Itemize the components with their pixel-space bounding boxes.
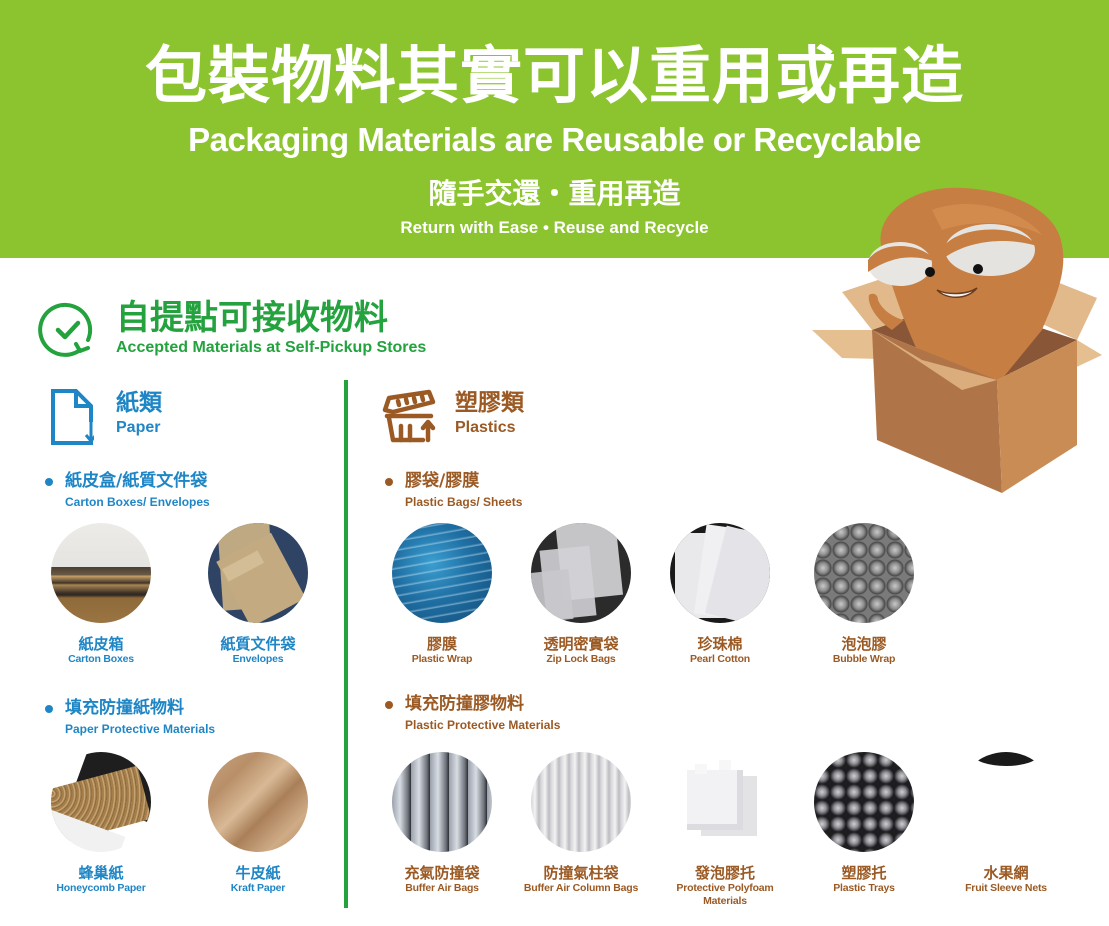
material-title-en: Plastic Trays [833,882,895,894]
honeycomb-paper-photo [51,752,151,852]
material-plastic-wrap: 膠膜 Plastic Wrap [367,523,517,666]
buffer-air-column-bags-photo [531,752,631,852]
plastic-container-icon [382,389,436,443]
zip-lock-bags-photo [531,523,631,623]
material-title-en: Envelopes [232,653,284,665]
material-zip-lock-bags: 透明密實袋 Zip Lock Bags [506,523,656,666]
subcategory-title-zh: 填充防撞膠物料 [405,694,524,714]
bullet-dot [45,705,53,713]
section-title-zh: 自提點可接收物料 [116,298,388,338]
check-recycle-icon [38,302,93,357]
material-honeycomb-paper: 蜂巢紙 Honeycomb Paper [26,752,176,895]
subcategory-title-zh: 填充防撞紙物料 [65,698,184,718]
material-title-zh: 發泡膠托 [694,864,755,882]
material-title-en: Buffer Air Bags [405,882,479,894]
page-subtitle-en: Return with Ease • Reuse and Recycle [400,218,709,237]
material-title-en: Zip Lock Bags [546,653,616,665]
category-title-en: Plastics [455,419,516,436]
bullet-dot [385,478,393,486]
material-title-en: Protective Polyfoam Materials [676,882,774,907]
material-envelopes: 紙質文件袋 Envelopes [183,523,333,666]
section-title-en: Accepted Materials at Self-Pickup Stores [116,339,427,356]
subcategory-title-en: Carton Boxes/ Envelopes [65,495,210,509]
material-title-zh: 水果網 [983,864,1029,882]
material-title-zh: 透明密實袋 [543,635,619,653]
material-title-en: Bubble Wrap [832,653,896,665]
kraft-paper-photo [208,752,308,852]
material-title-en: Kraft Paper [230,882,286,894]
mascot-in-box-illustration [812,180,1109,500]
bubble-wrap-photo [814,523,914,623]
fruit-sleeve-nets-photo [956,752,1056,852]
material-title-zh: 牛皮紙 [235,864,281,882]
subcategory-title-zh: 膠袋/膠膜 [405,471,480,491]
material-plastic-trays: 塑膠托 Plastic Trays [789,752,939,895]
subcategory-title-en: Paper Protective Materials [65,722,216,736]
material-carton-boxes: 紙皮箱 Carton Boxes [26,523,176,666]
protective-polyfoam-photo [675,752,775,852]
header-banner: 包裝物料其實可以重用或再造 Packaging Materials are Re… [0,0,1109,258]
page-subtitle-zh: 隨手交還・重用再造 [428,177,681,210]
material-title-zh: 紙皮箱 [78,635,124,653]
material-title-en: Plastic Wrap [411,653,473,665]
envelopes-photo [208,523,308,623]
pearl-cotton-photo [670,523,770,623]
material-title-zh: 膠膜 [426,635,457,653]
material-title-en: Carton Boxes [68,653,134,665]
plastic-trays-photo [814,752,914,852]
page-title-zh: 包裝物料其實可以重用或再造 [144,39,964,112]
material-title-en: Honeycomb Paper [56,882,146,894]
material-title-zh: 塑膠托 [841,864,887,882]
material-buffer-air-column-bags: 防撞氣柱袋 Buffer Air Column Bags [506,752,656,895]
subcategory-title-en: Plastic Bags/ Sheets [405,495,523,509]
category-title-zh: 塑膠類 [455,390,524,416]
material-buffer-air-bags: 充氣防撞袋 Buffer Air Bags [367,752,517,895]
bullet-dot [385,701,393,709]
material-title-zh: 珍珠棉 [697,635,743,653]
material-title-zh: 蜂巢紙 [78,864,124,882]
page-title-en: Packaging Materials are Reusable or Recy… [188,121,921,158]
bullet-dot [45,478,53,486]
subcategory-title-en: Plastic Protective Materials [405,718,561,732]
plastic-wrap-photo [392,523,492,623]
buffer-air-bags-photo [392,752,492,852]
material-title-zh: 紙質文件袋 [220,635,296,653]
material-protective-polyfoam: 發泡膠托 Protective Polyfoam Materials [650,752,800,908]
category-title-en: Paper [116,419,161,436]
material-title-en: Buffer Air Column Bags [523,882,639,894]
material-title-en: Fruit Sleeve Nets [965,882,1047,894]
material-title-en: Pearl Cotton [689,653,751,665]
material-bubble-wrap: 泡泡膠 Bubble Wrap [789,523,939,666]
material-fruit-sleeve-nets: 水果網 Fruit Sleeve Nets [931,752,1081,895]
material-title-zh: 充氣防撞袋 [404,864,480,882]
material-pearl-cotton: 珍珠棉 Pearl Cotton [645,523,795,666]
column-divider [344,380,348,908]
material-title-zh: 泡泡膠 [841,635,887,653]
subcategory-title-zh: 紙皮盒/紙質文件袋 [65,471,208,491]
material-kraft-paper: 牛皮紙 Kraft Paper [183,752,333,895]
category-title-zh: 紙類 [116,390,162,416]
carton-boxes-photo [51,523,151,623]
material-title-zh: 防撞氣柱袋 [543,864,619,882]
paper-document-icon [51,389,94,445]
